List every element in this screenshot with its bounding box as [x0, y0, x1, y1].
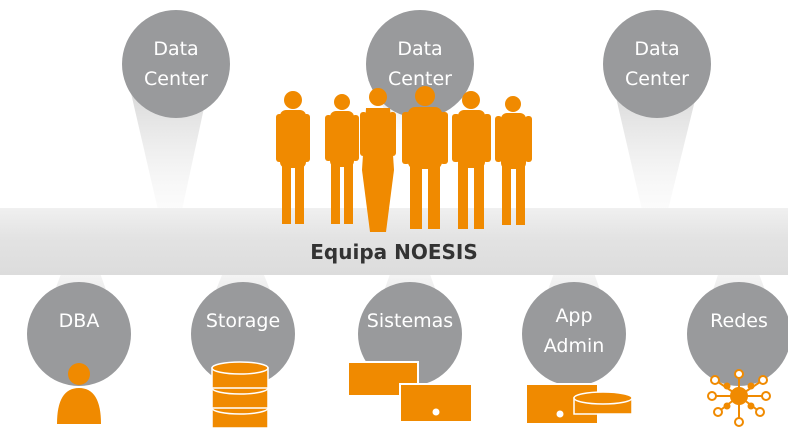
team-silhouettes-icon	[276, 86, 532, 232]
node-label: DBA	[58, 310, 100, 332]
node-label: Storage	[205, 310, 281, 332]
team-label: Equipa NOESIS	[310, 240, 478, 264]
person-silhouette-6	[495, 96, 532, 225]
team-band	[0, 208, 788, 275]
redes-node: Redes	[687, 282, 788, 386]
node-label-line2: Center	[625, 68, 689, 90]
servers-icon	[347, 361, 473, 423]
node-label-line2: Center	[388, 68, 452, 90]
node-label-line1: Data	[634, 38, 680, 60]
node-label-line1: Data	[153, 38, 199, 60]
node-label-line1: App	[555, 305, 593, 327]
person-silhouette-5	[452, 91, 491, 229]
person-silhouette-3	[360, 88, 396, 232]
person-icon	[57, 363, 101, 424]
node-label: Redes	[710, 310, 768, 332]
node-label-line2: Center	[144, 68, 208, 90]
network-icon	[707, 369, 771, 427]
app-admin-node: App Admin	[522, 282, 626, 386]
node-label-line1: Data	[397, 38, 443, 60]
person-silhouette-1	[276, 91, 310, 224]
person-silhouette-2	[325, 94, 359, 224]
person-silhouette-4	[402, 86, 448, 229]
server-disk-icon	[525, 383, 633, 425]
database-stack-icon	[211, 361, 269, 429]
data-center-node-3: Data Center	[603, 10, 711, 118]
data-center-node-1: Data Center	[122, 10, 230, 118]
node-label: Sistemas	[366, 310, 454, 332]
node-label-line2: Admin	[543, 335, 605, 357]
